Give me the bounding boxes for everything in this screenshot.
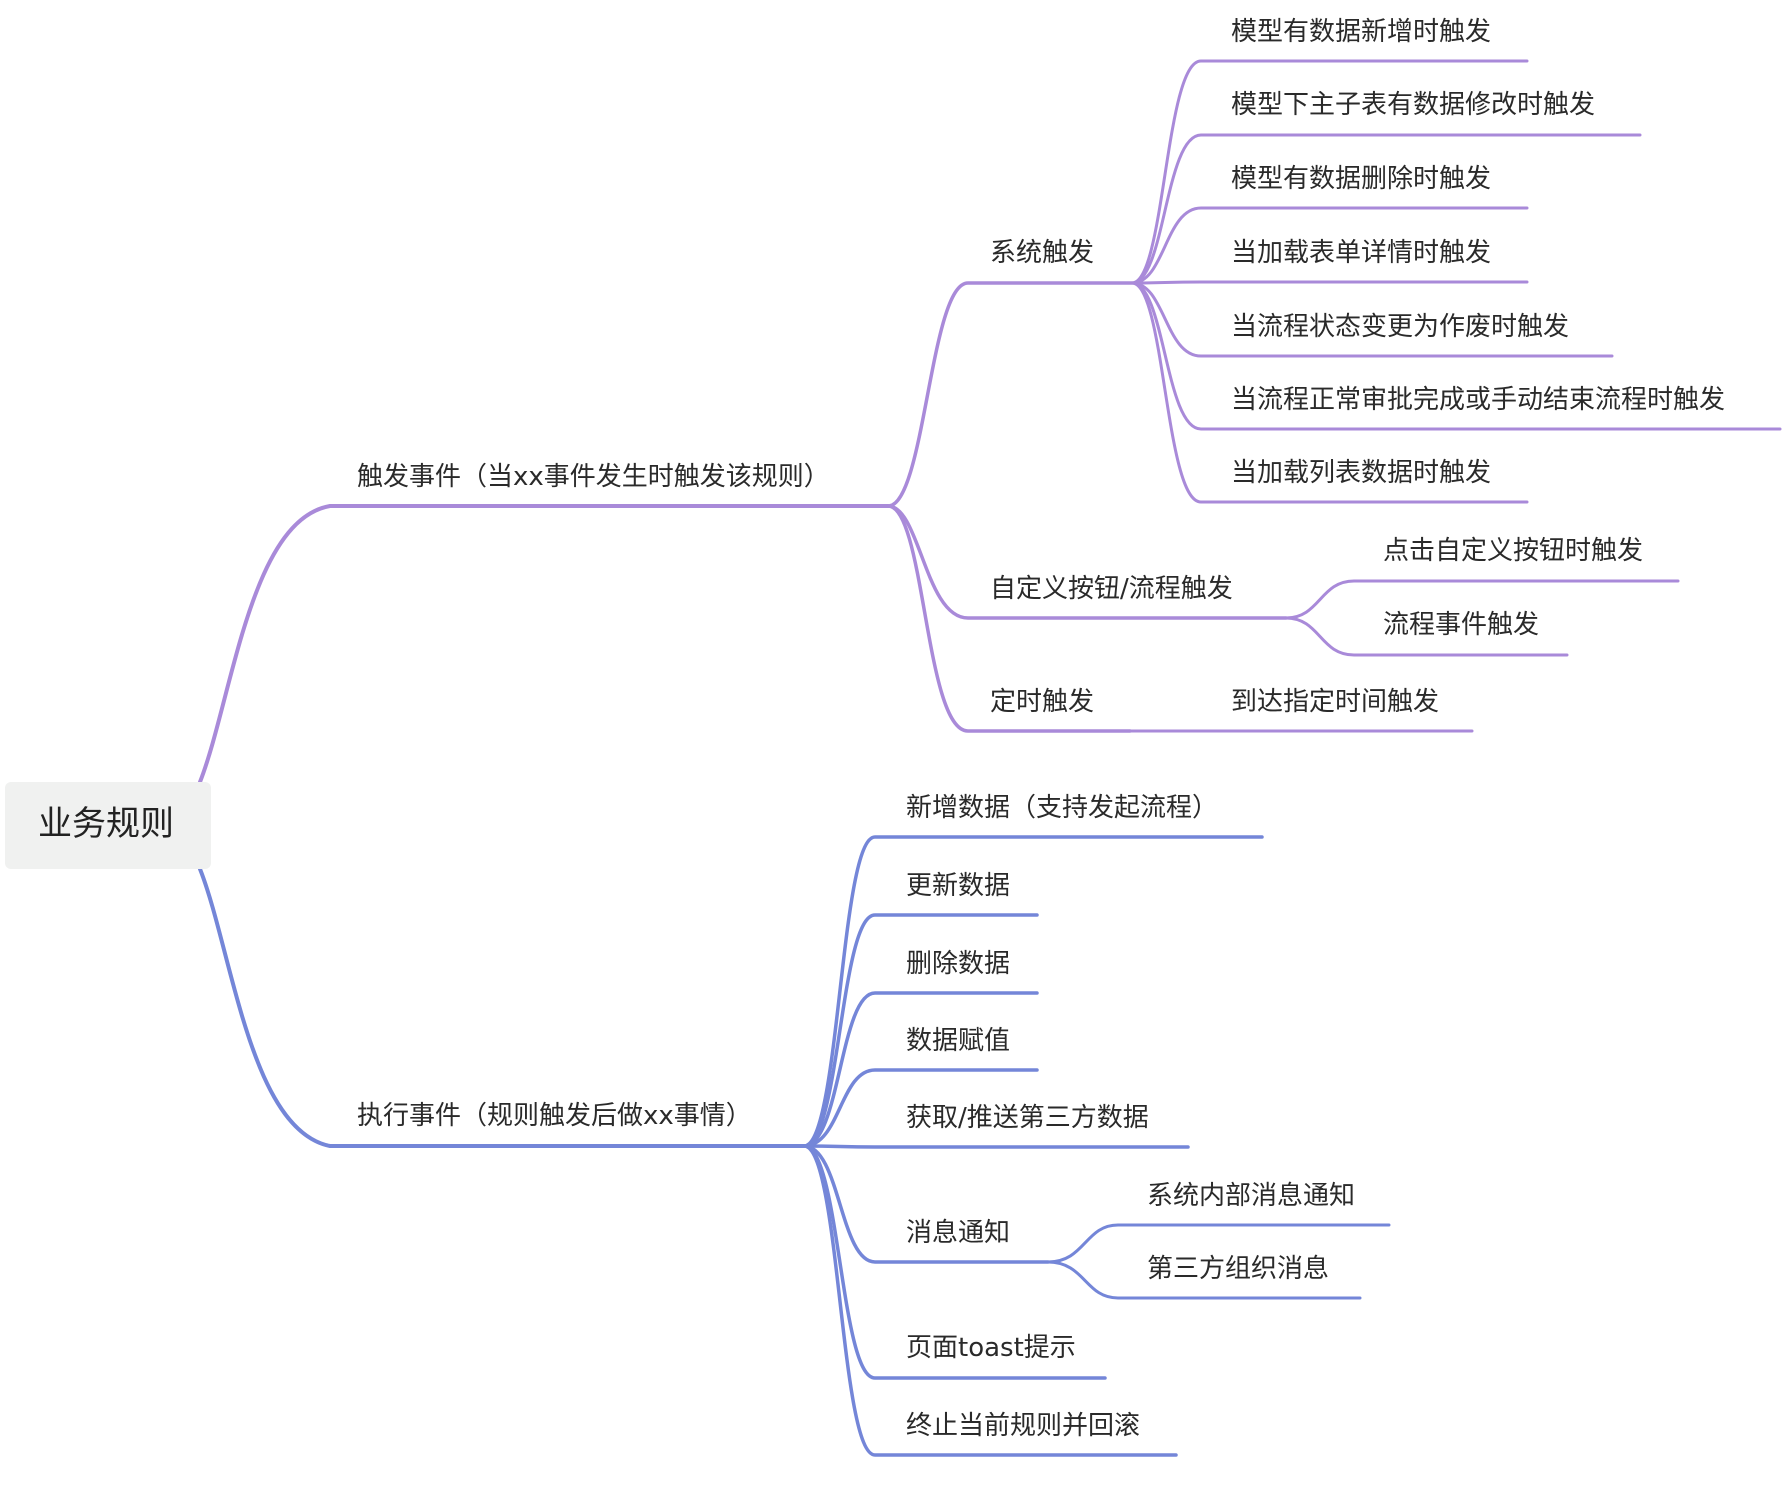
action-node[interactable]: 执行事件（规则触发后做xx事情）: [357, 1101, 752, 1131]
edge-custom-item: [1284, 616, 1569, 657]
edge-system-item: [1130, 59, 1529, 285]
action-item[interactable]: 获取/推送第三方数据: [906, 1103, 1149, 1133]
action-item[interactable]: 更新数据: [906, 871, 1011, 901]
timer-trigger-node[interactable]: 定时触发: [990, 687, 1095, 717]
edge-system-item: [1130, 280, 1529, 285]
system-trigger-item[interactable]: 当加载列表数据时触发: [1231, 458, 1492, 488]
action-item[interactable]: 终止当前规则并回滚: [906, 1411, 1141, 1441]
edge-trigger-system: [886, 281, 1134, 508]
notify-item[interactable]: 系统内部消息通知: [1147, 1181, 1356, 1211]
system-trigger-item[interactable]: 模型有数据删除时触发: [1231, 164, 1492, 194]
system-trigger-node[interactable]: 系统触发: [990, 238, 1095, 268]
custom-trigger-item[interactable]: 流程事件触发: [1383, 610, 1540, 640]
edge-action-item: [802, 1068, 1039, 1148]
edge-notify-item: [1046, 1260, 1362, 1300]
system-trigger-item[interactable]: 模型有数据新增时触发: [1231, 17, 1492, 47]
edge-action-item: [802, 1144, 1050, 1264]
edge-action-item: [802, 1144, 1178, 1457]
edge-system-item: [1130, 206, 1529, 285]
edge-custom-item: [1284, 579, 1680, 620]
edge-root-trigger: [198, 504, 890, 784]
notify-item[interactable]: 第三方组织消息: [1147, 1254, 1330, 1284]
system-trigger-item[interactable]: 当流程状态变更为作废时触发: [1231, 312, 1570, 342]
system-trigger-item[interactable]: 当流程正常审批完成或手动结束流程时触发: [1231, 385, 1726, 415]
action-item[interactable]: 数据赋值: [906, 1026, 1011, 1056]
root-label: 业务规则: [38, 804, 174, 844]
edge-action-item: [802, 991, 1039, 1148]
edge-root-action: [198, 867, 806, 1148]
system-trigger-item[interactable]: 当加载表单详情时触发: [1231, 238, 1492, 268]
edge-action-item: [802, 835, 1264, 1148]
system-trigger-item[interactable]: 模型下主子表有数据修改时触发: [1231, 90, 1596, 120]
action-item[interactable]: 消息通知: [906, 1218, 1011, 1248]
custom-trigger-node[interactable]: 自定义按钮/流程触发: [990, 574, 1233, 604]
edge-system-item: [1130, 281, 1529, 504]
edge-trigger-timer: [886, 504, 1132, 733]
edge-system-item: [1130, 133, 1642, 285]
edge-action-item: [802, 1144, 1190, 1149]
root-node[interactable]: [5, 782, 211, 869]
edge-action-item: [802, 913, 1039, 1148]
timer-trigger-item[interactable]: 到达指定时间触发: [1231, 687, 1440, 717]
action-item[interactable]: 页面toast提示: [906, 1333, 1076, 1363]
edge-system-item: [1130, 281, 1614, 358]
custom-trigger-item[interactable]: 点击自定义按钮时触发: [1383, 536, 1644, 566]
action-item[interactable]: 新增数据（支持发起流程）: [906, 793, 1219, 823]
trigger-node[interactable]: 触发事件（当xx事件发生时触发该规则）: [357, 462, 830, 492]
action-item[interactable]: 删除数据: [906, 949, 1011, 979]
edge-notify-item: [1046, 1223, 1391, 1264]
edge-system-item: [1130, 281, 1782, 431]
